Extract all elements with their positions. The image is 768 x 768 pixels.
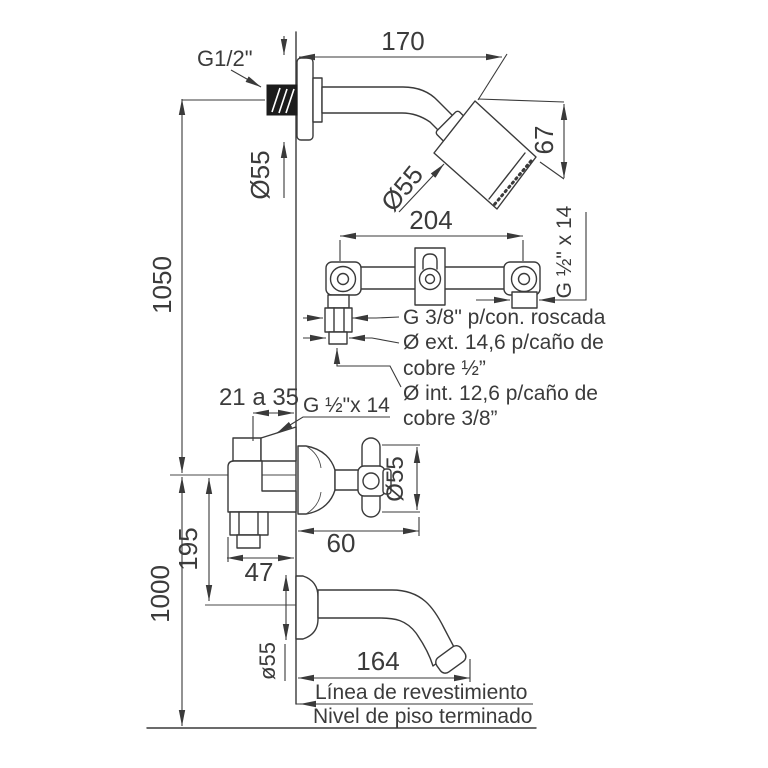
bell-profile-lines xyxy=(305,445,322,515)
dim-spout-flange-diameter: ø55 xyxy=(255,575,290,681)
dim-valve-to-spout: 195 xyxy=(173,478,213,601)
shower-arm-assembly xyxy=(266,57,537,210)
dim-handle-diameter: Ø55 xyxy=(382,444,421,513)
note-ext-leader xyxy=(349,334,400,344)
left-fitting-tip xyxy=(328,331,348,345)
spout-tube xyxy=(317,589,456,667)
connection-notes: G 3/8" p/con. roscada Ø ext. 14,6 p/caño… xyxy=(303,306,606,430)
handle-assembly xyxy=(297,437,392,518)
label-thread-valve: G ½"x 14 xyxy=(276,394,390,434)
floor-line-label: Nivel de piso terminado xyxy=(313,705,532,728)
dim-dia55-handle-extensions xyxy=(382,444,420,513)
valve-body xyxy=(227,460,297,513)
note-ext-text-2: cobre ½” xyxy=(403,357,486,380)
dim-embed-depth: 21 a 35 xyxy=(219,384,299,441)
handle-front-knob xyxy=(382,468,392,495)
dim-67-ext-bottom xyxy=(539,161,565,180)
dim-body-width: 204 xyxy=(339,205,524,261)
finish-line-label: Línea de revestimiento xyxy=(315,681,527,704)
left-fitting-hex-nut xyxy=(324,307,353,333)
thread-valve-leader xyxy=(276,416,390,434)
dim-height-upper: 1050 xyxy=(147,99,265,473)
thread-valve-label: G ½"x 14 xyxy=(303,394,390,417)
right-fitting xyxy=(511,291,538,309)
handle-hub-screw xyxy=(362,472,380,490)
mixer-center-stem xyxy=(422,253,438,270)
mixer-right-port xyxy=(510,265,538,293)
note-int-leader xyxy=(333,348,402,388)
head-dia-leader xyxy=(398,163,445,213)
valve-hex-nut xyxy=(229,511,269,536)
arm-flange-step xyxy=(312,77,323,123)
dim-60-label: 60 xyxy=(327,528,356,558)
note-thread-leader xyxy=(352,314,400,322)
dim-1000-label: 1000 xyxy=(145,565,175,623)
dim-195-label: 195 xyxy=(173,527,203,570)
dim-204-label: 204 xyxy=(409,205,452,235)
label-thread-right: G ½" x 14 xyxy=(476,205,587,304)
dim-dia55-spout-label: ø55 xyxy=(255,642,280,680)
spray-face-dots xyxy=(492,159,533,207)
valve-inlet xyxy=(232,437,262,462)
reference-labels: Línea de revestimiento Nivel de piso ter… xyxy=(313,681,532,728)
dim-204-extensions xyxy=(339,240,524,261)
spout-tip-cap xyxy=(435,644,467,674)
thread-right-label: G ½" x 14 xyxy=(553,205,576,298)
dim-flange-diameter-top: Ø55 xyxy=(245,36,288,200)
dim-arm-length: 170 xyxy=(299,26,508,101)
mixer-center-port xyxy=(418,267,442,291)
dim-handle-projection: 60 xyxy=(298,517,420,558)
dim-21a35-label: 21 a 35 xyxy=(219,384,299,411)
shower-head-chamfer xyxy=(488,152,526,200)
mixer-body-assembly xyxy=(324,247,541,345)
note-ext-text-1: Ø ext. 14,6 p/caño de xyxy=(403,331,604,354)
threaded-nipple xyxy=(266,84,298,116)
dim-valve-projection: 47 xyxy=(227,537,294,587)
valve-body-assembly xyxy=(170,426,297,549)
mixer-left-port-bore xyxy=(336,272,350,286)
thread-top-leader xyxy=(230,69,262,88)
dim-head-length: 67 xyxy=(477,98,568,180)
dim-67-label: 67 xyxy=(529,126,559,155)
dim-164-label: 164 xyxy=(356,646,399,676)
valve-tip xyxy=(236,534,261,549)
mixer-center-port-bore xyxy=(424,273,436,285)
dim-170-label: 170 xyxy=(381,26,424,56)
mixer-right-port-bore xyxy=(517,272,531,286)
hex-nut-facets xyxy=(333,307,345,333)
flange-dia-label: Ø55 xyxy=(245,150,275,199)
note-int-text-2: cobre 3/8” xyxy=(403,407,498,430)
label-thread-top: G1/2" xyxy=(197,46,262,88)
dim-47-label: 47 xyxy=(245,557,274,587)
dim-67-ext-top xyxy=(477,98,565,103)
note-int-text-1: Ø int. 12,6 p/caño de xyxy=(403,382,598,405)
thread-top-label: G1/2" xyxy=(197,46,253,71)
left-fitting-collar xyxy=(327,294,350,309)
spout-escutcheon xyxy=(295,575,319,640)
nipple-thread-hatch xyxy=(271,87,295,114)
valve-hex-facets xyxy=(238,511,259,536)
dim-1050-label: 1050 xyxy=(147,256,177,314)
note-thread-text: G 3/8" p/con. roscada xyxy=(403,306,606,329)
dim-height-lower: 1000 xyxy=(145,477,186,726)
spout-assembly xyxy=(295,575,467,674)
mixer-left-port xyxy=(329,265,357,293)
shower-arm-tube xyxy=(321,86,457,135)
shower-head xyxy=(433,100,537,210)
dim-170-extension xyxy=(477,53,508,101)
thread-right-leader xyxy=(539,212,587,304)
arm-wall-flange xyxy=(296,57,314,141)
dim-dia55-handle-label: Ø55 xyxy=(382,456,409,501)
dim-spout-length: 164 xyxy=(298,646,471,682)
